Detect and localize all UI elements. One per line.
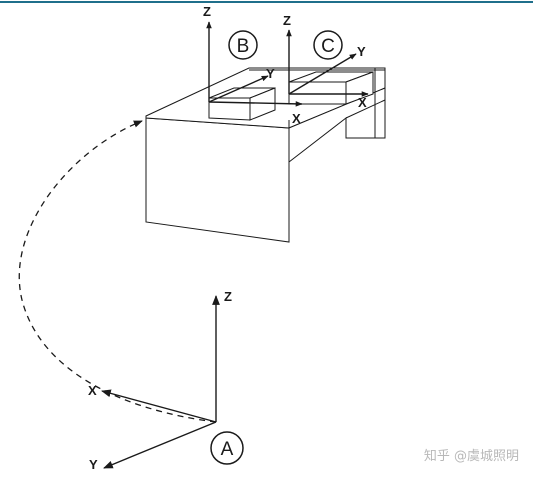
axes-c [286, 29, 369, 97]
point-c-marker: C [313, 30, 343, 60]
axis-c-x-label: X [358, 95, 367, 110]
axis-c-y-label: Y [357, 44, 366, 59]
axis-b-x-label: X [292, 111, 301, 126]
point-b-marker: B [228, 30, 258, 60]
axis-a-y [103, 421, 217, 469]
transfer-path-dashed [18, 120, 217, 423]
watermark-text: 知乎 @虞城照明 [424, 448, 519, 464]
axes-b [206, 21, 303, 107]
axis-a-x [101, 389, 217, 423]
axis-b-z-label: Z [203, 4, 211, 19]
fixture-block-b [208, 87, 276, 121]
point-b-label: B [237, 36, 250, 57]
point-c-label: C [321, 36, 335, 57]
axis-c-y [288, 53, 357, 95]
fixture-block-c [288, 71, 374, 105]
axis-a-z-label: Z [224, 289, 232, 304]
axis-b-x [208, 101, 303, 107]
axis-b-y [208, 75, 269, 103]
axes-a [101, 295, 220, 469]
axis-c-z-label: Z [283, 13, 291, 28]
axis-b-y-label: Y [266, 66, 275, 81]
point-a-label: A [221, 439, 234, 460]
point-a-marker: A [210, 431, 244, 465]
axis-a-y-label: Y [89, 457, 98, 472]
table-front-face [145, 117, 290, 243]
axis-a-x-label: X [88, 383, 97, 398]
